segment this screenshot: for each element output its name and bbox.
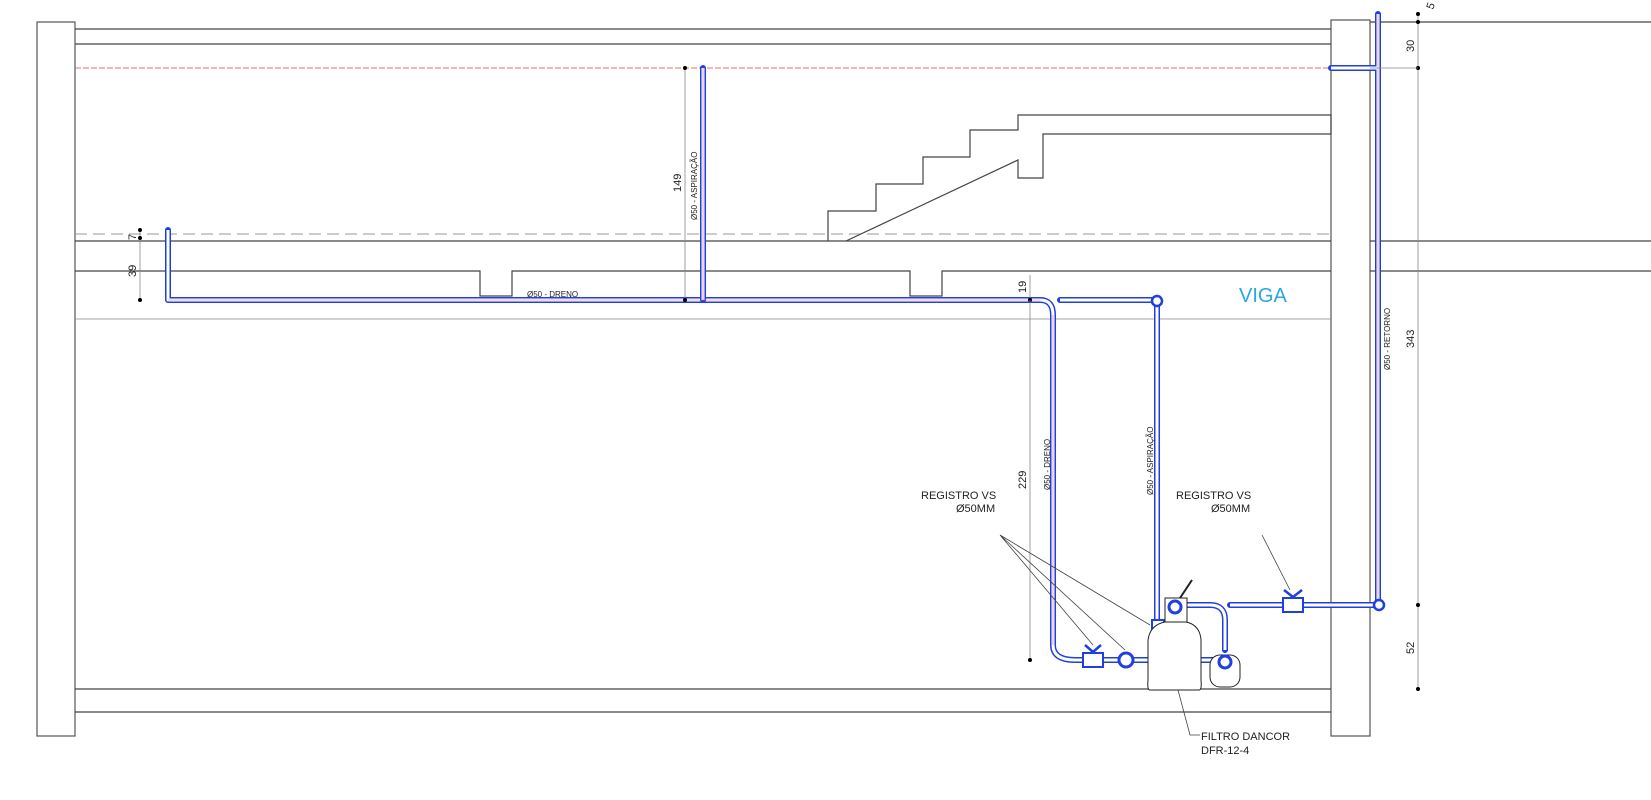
aspiracao-vertical-label: Ø50 - ASPIRAÇÃO xyxy=(1146,427,1155,495)
valves-and-equipment xyxy=(1082,579,1304,691)
dimension-5: 5 xyxy=(1425,1,1438,11)
dimension-52: 52 xyxy=(1405,642,1417,654)
pipes xyxy=(165,11,1386,663)
retorno-label: Ø50 - RETORNO xyxy=(1383,308,1392,370)
dreno-vertical-label: Ø50 - DRENO xyxy=(1043,439,1052,490)
valve-icon xyxy=(1117,651,1135,669)
registro-right-label: REGISTRO VS xyxy=(1176,490,1251,502)
dimension-7: 7 xyxy=(127,234,139,240)
structure xyxy=(36,19,1651,737)
registro-left-label: REGISTRO VS xyxy=(921,490,996,502)
registro-right-size: Ø50MM xyxy=(1211,503,1250,515)
dimension-39: 39 xyxy=(127,265,139,277)
dimension-30: 30 xyxy=(1405,40,1417,52)
beam-bottom xyxy=(75,270,1331,297)
valve-icon xyxy=(1282,589,1304,613)
dimension-19: 19 xyxy=(1017,281,1029,293)
filter-icon xyxy=(1147,621,1202,691)
viga-label: VIGA xyxy=(1239,285,1287,307)
filter-model: DFR-12-4 xyxy=(1201,745,1249,757)
filter-label: FILTRO DANCOR xyxy=(1201,731,1290,743)
valve-icon xyxy=(1082,644,1104,668)
dimension-229: 229 xyxy=(1017,471,1029,489)
dreno-horizontal-label: Ø50 - DRENO xyxy=(527,290,578,299)
stairs xyxy=(827,114,1332,242)
drain-pipe xyxy=(165,227,1233,663)
dimension-lines xyxy=(138,12,1420,691)
dimension-343: 343 xyxy=(1405,330,1417,348)
aspiracao-top-label: Ø50 - ASPIRAÇÃO xyxy=(690,152,699,220)
registro-left-size: Ø50MM xyxy=(956,503,995,515)
suction-pipe-vertical xyxy=(1057,297,1160,663)
left-wall xyxy=(36,21,76,737)
dimension-149: 149 xyxy=(672,174,684,192)
right-column xyxy=(1330,19,1371,737)
leader-lines xyxy=(999,534,1291,736)
